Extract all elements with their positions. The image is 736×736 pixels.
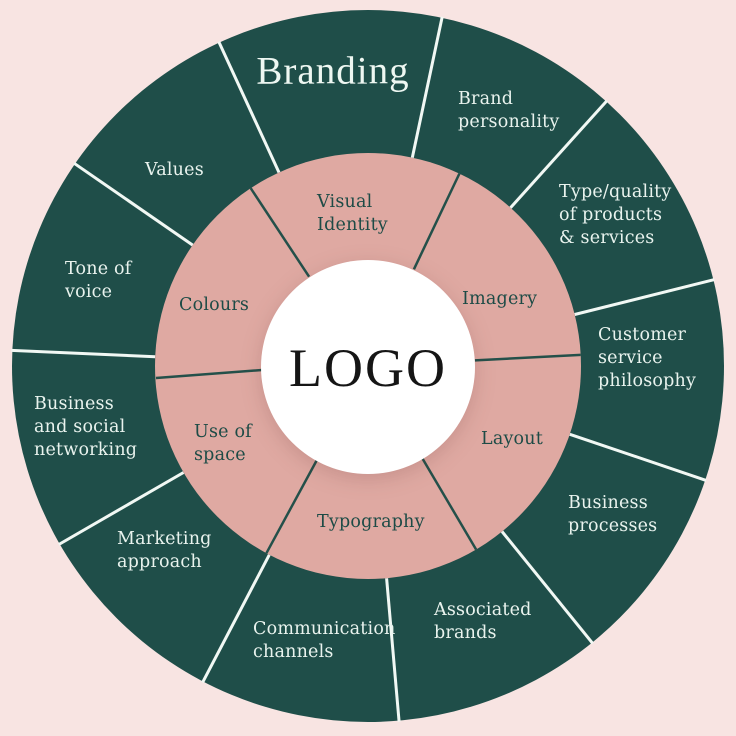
center-logo-text: LOGO bbox=[289, 338, 447, 398]
segment-divider bbox=[155, 368, 263, 380]
outer-segment-label-values: Values bbox=[145, 160, 204, 180]
segment-divider bbox=[265, 459, 318, 554]
segment-divider bbox=[574, 278, 715, 316]
center-circle bbox=[261, 260, 475, 474]
inner-segment-label-typography: Typography bbox=[317, 512, 425, 532]
outer-segment-label-business-social-networking: Business and social networking bbox=[34, 394, 138, 460]
outer-segment-label-associated-brands: Associated brands bbox=[434, 600, 532, 643]
segment-divider bbox=[217, 41, 281, 174]
outer-segment-label-tone-of-voice: Tone of voice bbox=[65, 259, 132, 302]
outer-segment-label-marketing-approach: Marketing approach bbox=[117, 529, 212, 572]
segment-divider bbox=[410, 16, 444, 159]
segment-divider bbox=[412, 173, 461, 270]
inner-ring-dividers bbox=[155, 173, 581, 554]
outer-segment-label-communication-channels: Communication channels bbox=[253, 619, 396, 662]
segment-divider bbox=[421, 457, 478, 551]
segment-divider bbox=[58, 471, 185, 546]
segment-divider bbox=[500, 530, 594, 645]
segment-divider bbox=[11, 348, 156, 359]
segment-divider bbox=[569, 432, 707, 482]
inner-segment-label-colours: Colours bbox=[179, 295, 250, 315]
segment-divider bbox=[201, 554, 271, 684]
inner-segment-label-use-of-space: Use of space bbox=[194, 422, 252, 465]
segment-divider bbox=[73, 162, 194, 247]
segment-divider bbox=[509, 99, 609, 209]
segment-divider bbox=[474, 353, 581, 362]
inner-segment-label-imagery: Imagery bbox=[462, 289, 538, 309]
segment-divider bbox=[385, 578, 401, 722]
segment-divider bbox=[249, 187, 311, 278]
inner-segment-label-layout: Layout bbox=[481, 429, 543, 449]
outer-segment-label-business-processes: Business processes bbox=[568, 493, 658, 536]
wheel-title: Branding bbox=[256, 49, 410, 93]
outer-ring-dividers bbox=[11, 16, 715, 722]
outer-segment-label-customer-service: Customer service philosophy bbox=[598, 325, 697, 391]
outer-segment-label-type-quality: Type/quality of products & services bbox=[559, 182, 672, 248]
outer-segment-label-brand-personality: Brand personality bbox=[458, 89, 560, 132]
inner-segment-label-visual-identity: Visual Identity bbox=[317, 192, 388, 235]
